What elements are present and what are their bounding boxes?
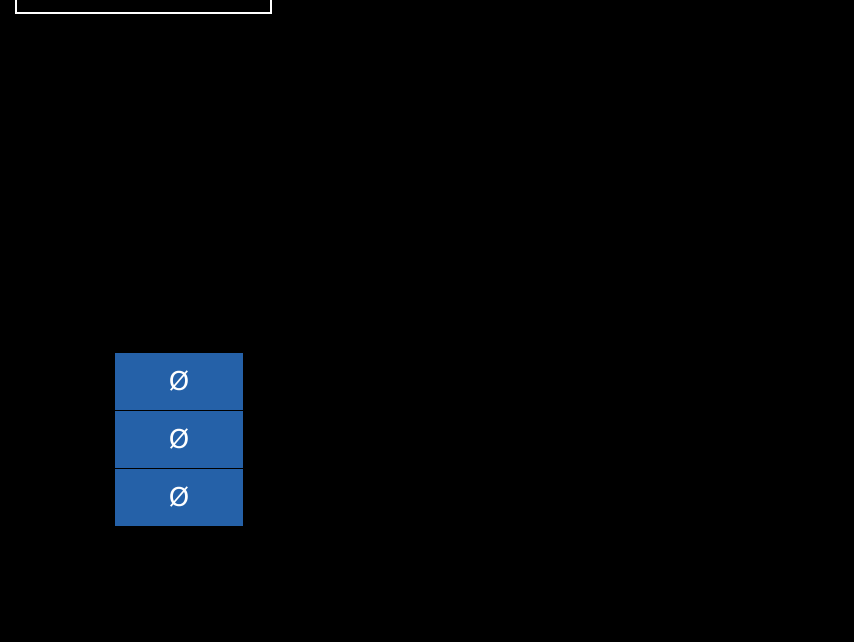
- empty-set-cell[interactable]: Ø: [115, 411, 243, 468]
- top-bracket-outline: [15, 0, 272, 14]
- empty-set-cell[interactable]: Ø: [115, 353, 243, 410]
- empty-set-icon: Ø: [168, 482, 190, 513]
- empty-set-icon: Ø: [168, 366, 190, 397]
- empty-set-cell[interactable]: Ø: [115, 469, 243, 526]
- empty-set-icon: Ø: [168, 424, 190, 455]
- cell-stack: Ø Ø Ø: [115, 353, 243, 526]
